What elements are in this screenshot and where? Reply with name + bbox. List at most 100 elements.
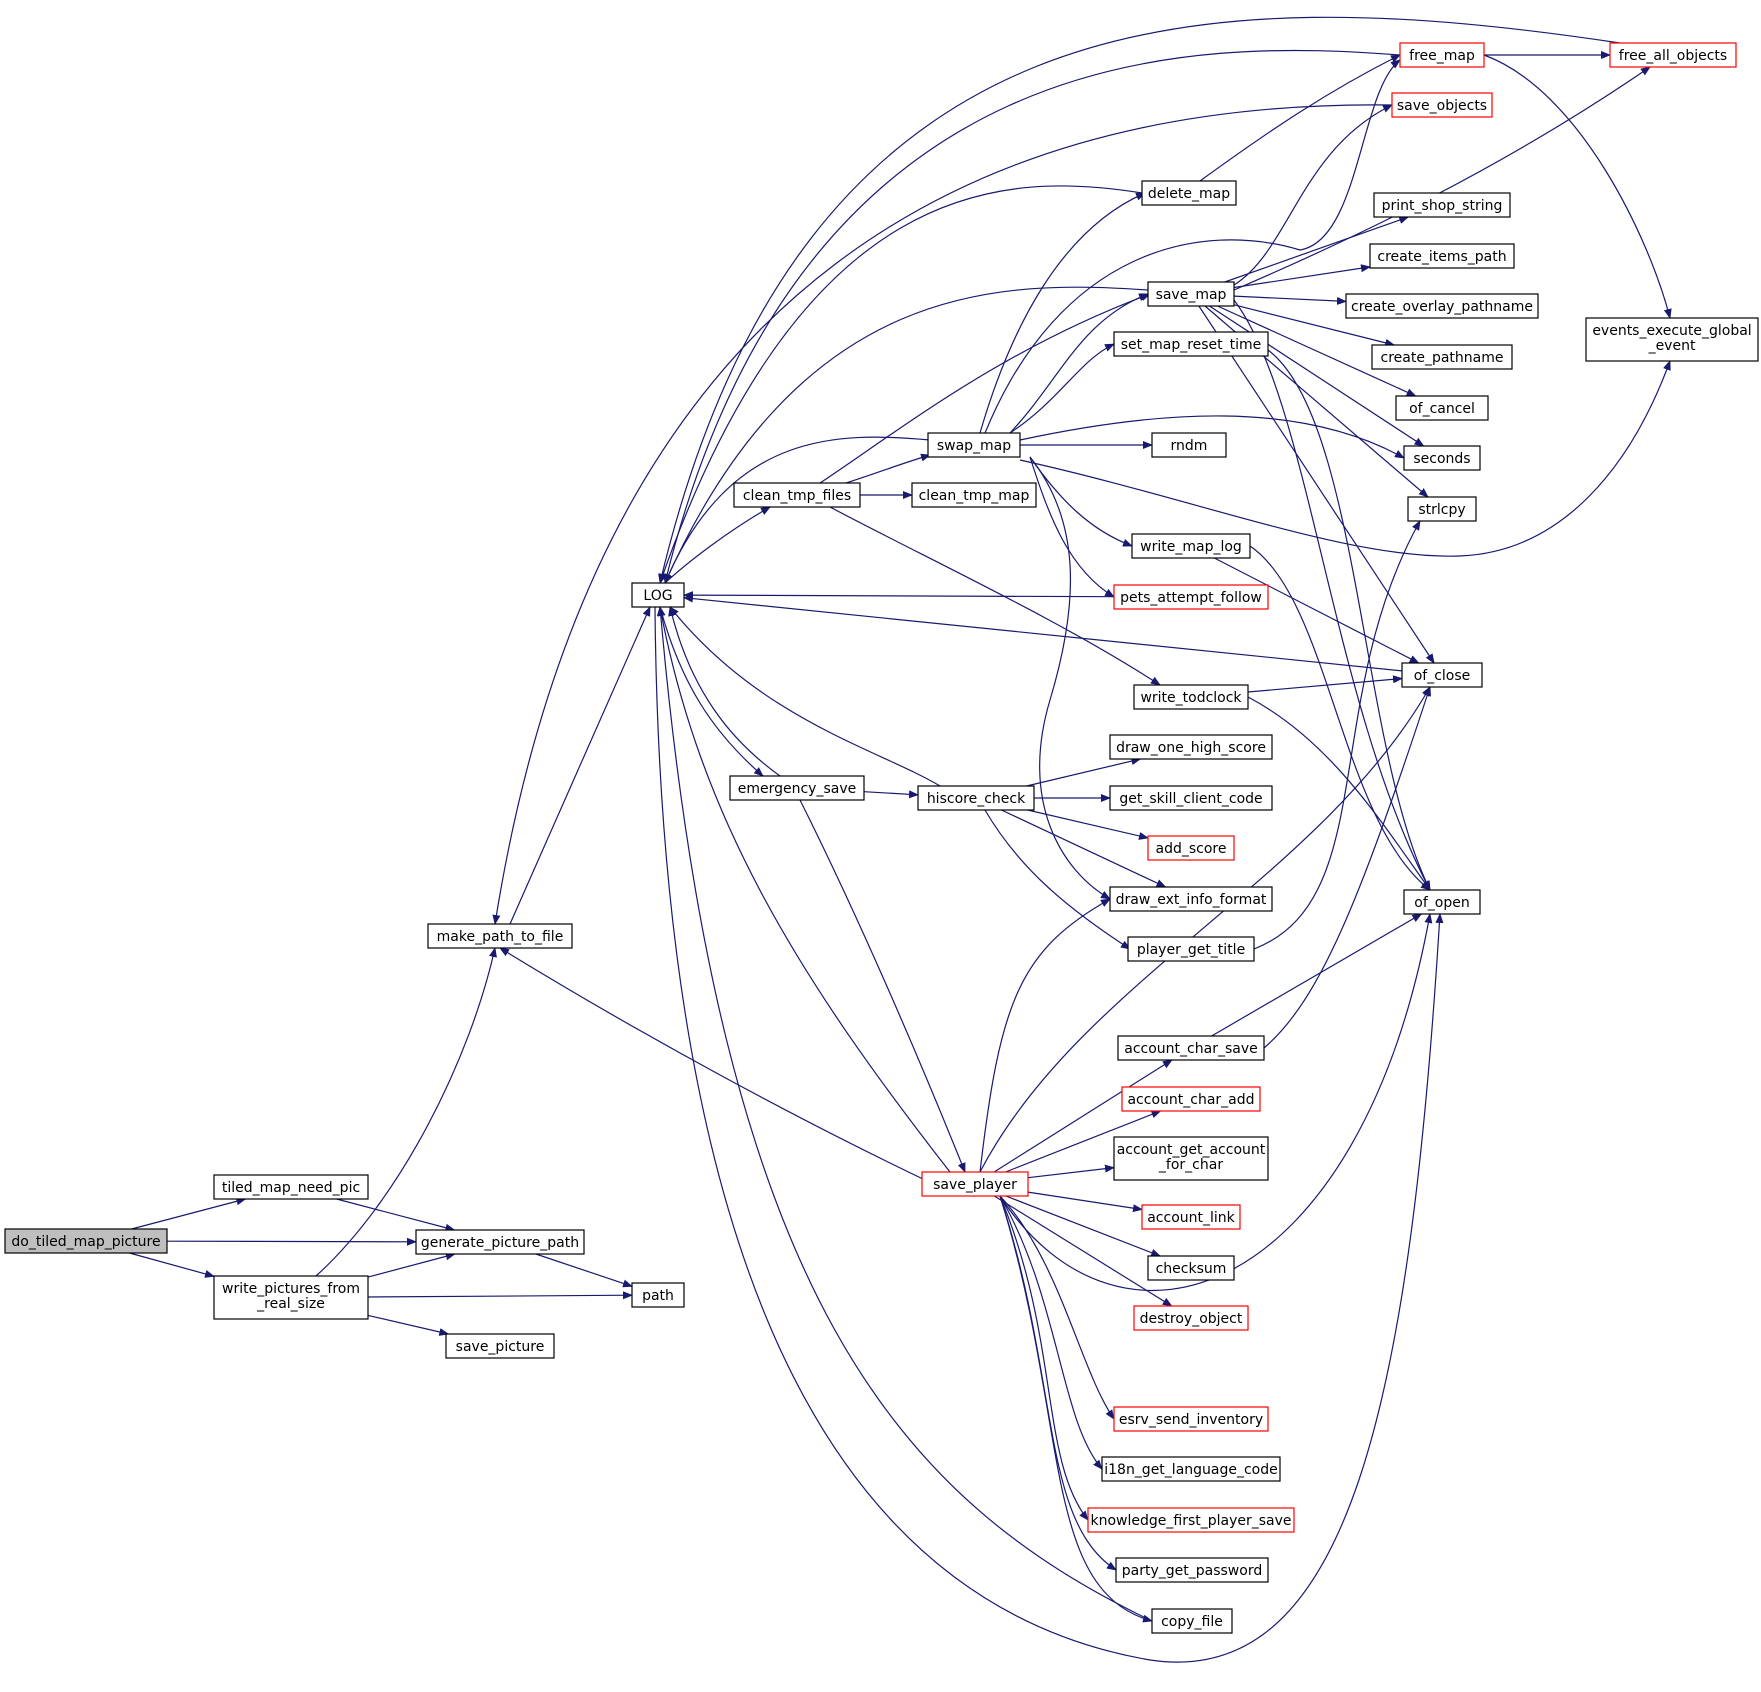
edge-emergency_save-to-hiscore_check [863, 790, 919, 799]
node-box [1113, 1406, 1269, 1432]
node-player_get_title[interactable]: player_get_title [1127, 936, 1255, 962]
node-save_picture[interactable]: save_picture [445, 1333, 555, 1359]
node-label: of_cancel [1409, 401, 1475, 417]
edge-of_close-to-LOG [683, 594, 1403, 672]
node-set_map_reset_time[interactable]: set_map_reset_time [1113, 331, 1269, 357]
node-do_tiled_map_picture[interactable]: do_tiled_map_picture [4, 1228, 168, 1254]
node-label: print_shop_string [1382, 198, 1503, 214]
node-account_link[interactable]: account_link [1141, 1204, 1241, 1230]
node-save_objects[interactable]: save_objects [1391, 92, 1493, 118]
node-free_all_objects[interactable]: free_all_objects [1609, 42, 1737, 68]
node-box [1115, 1557, 1269, 1583]
node-clean_tmp_map[interactable]: clean_tmp_map [911, 482, 1037, 508]
node-swap_map[interactable]: swap_map [927, 432, 1021, 458]
node-label: player_get_title [1137, 942, 1245, 958]
node-add_score[interactable]: add_score [1147, 835, 1235, 861]
node-box [1403, 445, 1481, 471]
node-label: draw_one_high_score [1116, 740, 1266, 756]
node-label: _for_char [1158, 1157, 1223, 1173]
node-path[interactable]: path [631, 1282, 685, 1308]
node-label: i18n_get_language_code [1104, 1462, 1278, 1478]
node-box [927, 432, 1021, 458]
node-print_shop_string[interactable]: print_shop_string [1373, 192, 1511, 218]
node-copy_file[interactable]: copy_file [1151, 1608, 1233, 1634]
node-knowledge_first_player_save[interactable]: knowledge_first_player_save [1087, 1507, 1295, 1533]
edge-write_todclock-to-of_close [1247, 675, 1403, 693]
edge-write_pictures_from_real_size-to-generate_picture_path [367, 1252, 456, 1278]
node-write_todclock[interactable]: write_todclock [1133, 684, 1249, 710]
edge-delete_map-to-free_map [1199, 54, 1401, 182]
node-pets_attempt_follow[interactable]: pets_attempt_follow [1113, 584, 1269, 610]
node-box [213, 1174, 369, 1200]
edge-save_map-to-create_items_path [1233, 264, 1371, 289]
node-box [1109, 734, 1273, 760]
node-account_char_add[interactable]: account_char_add [1121, 1086, 1261, 1112]
node-clean_tmp_files[interactable]: clean_tmp_files [733, 482, 861, 508]
edge-save_map-to-seconds [1209, 305, 1425, 447]
node-esrv_send_inventory[interactable]: esrv_send_inventory [1113, 1406, 1269, 1432]
node-generate_picture_path[interactable]: generate_picture_path [415, 1229, 585, 1255]
edge-swap_map-to-delete_map [979, 192, 1146, 434]
node-hiscore_check[interactable]: hiscore_check [917, 785, 1035, 811]
edge-free_all_objects-to-LOG [658, 16, 1621, 584]
node-account_get_account_for_char[interactable]: account_get_account_for_char [1113, 1136, 1269, 1181]
node-save_map[interactable]: save_map [1147, 281, 1235, 307]
node-write_map_log[interactable]: write_map_log [1131, 533, 1251, 559]
edge-save_player-to-knowledge_first_player_save [999, 1195, 1089, 1521]
node-i18n_get_language_code[interactable]: i18n_get_language_code [1101, 1456, 1281, 1482]
node-seconds[interactable]: seconds [1403, 445, 1481, 471]
edge-make_path_to_file-to-LOG [509, 606, 651, 925]
edge-free_map-to-events_execute_global_event [1483, 54, 1672, 319]
node-create_items_path[interactable]: create_items_path [1369, 243, 1515, 269]
node-label: copy_file [1161, 1614, 1223, 1630]
node-create_overlay_pathname[interactable]: create_overlay_pathname [1345, 293, 1539, 319]
edge-save_map-to-print_shop_string [1224, 216, 1410, 283]
edge-save_map-to-of_cancel [1217, 305, 1417, 397]
node-label: clean_tmp_map [919, 488, 1030, 504]
node-strlcpy[interactable]: strlcpy [1407, 496, 1477, 522]
node-box [1391, 92, 1493, 118]
node-make_path_to_file[interactable]: make_path_to_file [427, 923, 573, 949]
node-label: set_map_reset_time [1121, 337, 1262, 353]
node-label: write_map_log [1140, 539, 1242, 555]
node-party_get_password[interactable]: party_get_password [1115, 1557, 1269, 1583]
node-emergency_save[interactable]: emergency_save [729, 775, 865, 801]
node-box [1403, 889, 1481, 915]
node-of_close[interactable]: of_close [1401, 662, 1483, 688]
node-box [1147, 281, 1235, 307]
node-checksum[interactable]: checksum [1147, 1255, 1235, 1281]
node-label: make_path_to_file [437, 929, 564, 945]
node-box [1609, 42, 1737, 68]
node-draw_ext_info_format[interactable]: draw_ext_info_format [1109, 886, 1273, 912]
node-of_cancel[interactable]: of_cancel [1395, 395, 1489, 421]
node-draw_one_high_score[interactable]: draw_one_high_score [1109, 734, 1273, 760]
node-free_map[interactable]: free_map [1399, 42, 1485, 68]
node-box [1151, 432, 1227, 458]
node-save_player[interactable]: save_player [921, 1171, 1029, 1197]
node-LOG[interactable]: LOG [631, 582, 685, 608]
edge-player_get_title-to-strlcpy [1253, 520, 1421, 950]
node-label: free_map [1409, 48, 1475, 64]
node-box [445, 1333, 555, 1359]
edge-save_player-to-LOG [657, 606, 951, 1173]
node-account_char_save[interactable]: account_char_save [1117, 1035, 1265, 1061]
node-rndm[interactable]: rndm [1151, 432, 1227, 458]
edge-clean_tmp_files-to-swap_map [845, 453, 931, 484]
node-destroy_object[interactable]: destroy_object [1133, 1305, 1249, 1331]
node-events_execute_global_event[interactable]: events_execute_global_event [1585, 317, 1759, 362]
edge-save_player-to-account_char_save [993, 1059, 1173, 1173]
edge-save_map-to-LOG [664, 286, 1149, 584]
node-delete_map[interactable]: delete_map [1141, 180, 1237, 206]
edge-generate_picture_path-to-path [535, 1253, 633, 1288]
node-label: draw_ext_info_format [1116, 892, 1267, 908]
edge-account_char_save-to-of_close [1263, 686, 1431, 1049]
node-create_pathname[interactable]: create_pathname [1371, 344, 1513, 370]
node-write_pictures_from_real_size[interactable]: write_pictures_from_real_size [213, 1275, 369, 1320]
node-box [415, 1229, 585, 1255]
node-of_open[interactable]: of_open [1403, 889, 1481, 915]
node-tiled_map_need_pic[interactable]: tiled_map_need_pic [213, 1174, 369, 1200]
node-box [1133, 1305, 1249, 1331]
node-label: create_items_path [1377, 249, 1506, 265]
node-get_skill_client_code[interactable]: get_skill_client_code [1109, 785, 1273, 811]
